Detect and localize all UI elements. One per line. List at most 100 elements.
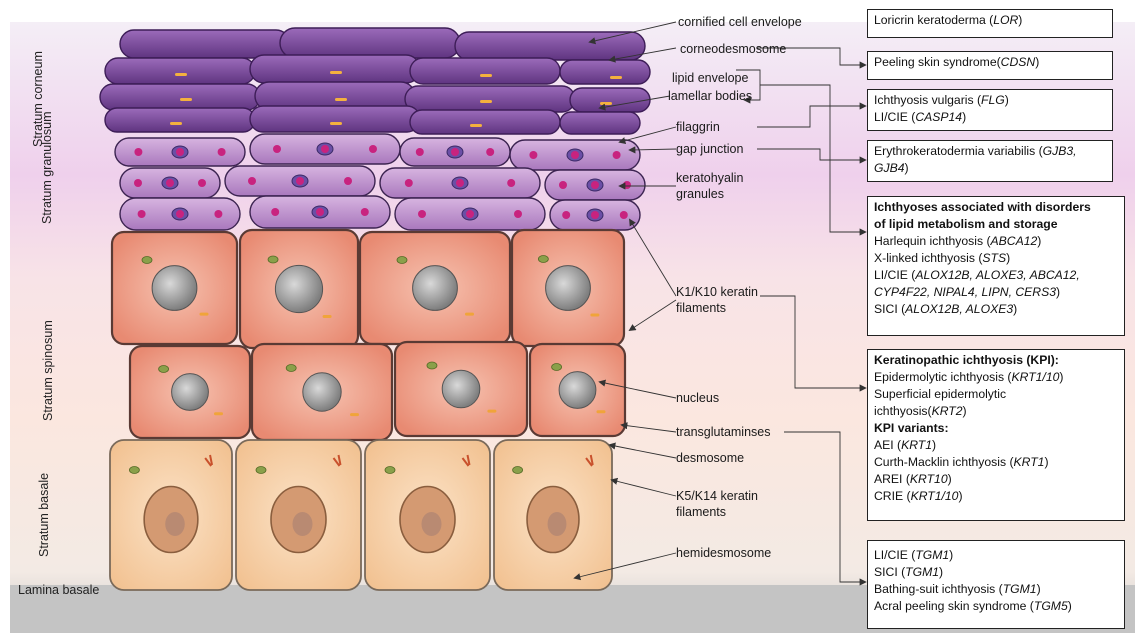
box-keratinopathic: Keratinopathic ichthyosis (KPI): Epiderm… bbox=[867, 349, 1125, 521]
structure-name: transglutaminses bbox=[676, 425, 771, 439]
spinous-nucleus bbox=[275, 265, 322, 312]
lamellar-body bbox=[590, 314, 599, 317]
label-transglutaminases: transglutaminses bbox=[676, 424, 771, 440]
lamellar-body bbox=[480, 100, 492, 103]
disorder-heading: Keratinopathic ichthyosis (KPI): bbox=[874, 352, 1118, 369]
label-lamellar-bodies: lamellar bodies bbox=[668, 88, 752, 104]
keratohyalin-granule bbox=[176, 148, 184, 156]
label-gap-junction: gap junction bbox=[676, 141, 743, 157]
spinous-nucleus bbox=[152, 266, 197, 311]
disorder-line: GJB4) bbox=[874, 160, 1106, 177]
mitochondrion bbox=[427, 362, 437, 369]
disorder-line: SICI (TGM1) bbox=[874, 564, 1118, 581]
keratohyalin-granule bbox=[344, 177, 352, 185]
label-desmosome: desmosome bbox=[676, 450, 744, 466]
keratohyalin-granule bbox=[591, 211, 599, 219]
disorder-heading: KPI variants: bbox=[874, 420, 1118, 437]
structure-name: K5/K14 keratin bbox=[676, 489, 758, 503]
mitochondrion bbox=[385, 467, 395, 474]
disorder-line: CYP4F22, NIPAL4, LIPN, CERS3) bbox=[874, 284, 1118, 301]
disorder-line: Epidermolytic ichthyosis (KRT1/10) bbox=[874, 369, 1118, 386]
corneocyte bbox=[410, 110, 560, 134]
lamellar-body bbox=[350, 413, 359, 416]
cell-layers bbox=[100, 28, 650, 590]
disorder-line: ichthyosis(KRT2) bbox=[874, 403, 1118, 420]
disorder-line: CRIE (KRT1/10) bbox=[874, 488, 1118, 505]
corneocyte bbox=[405, 86, 575, 112]
mitochondrion bbox=[513, 467, 523, 474]
keratohyalin-granule bbox=[507, 179, 515, 187]
label-lamina-basale: Lamina basale bbox=[18, 583, 99, 597]
corneocyte bbox=[560, 112, 640, 134]
label-hemidesmosome: hemidesmosome bbox=[676, 545, 771, 561]
corneocyte bbox=[280, 28, 460, 58]
disorder-line: Curth-Macklin ichthyosis (KRT1) bbox=[874, 454, 1118, 471]
keratohyalin-granule bbox=[296, 177, 304, 185]
structure-name: nucleus bbox=[676, 391, 719, 405]
keratohyalin-granule bbox=[486, 148, 494, 156]
keratohyalin-granule bbox=[134, 179, 142, 187]
box-filaggrin: Ichthyosis vulgaris (FLG) LI/CIE (CASP14… bbox=[867, 89, 1113, 131]
layer-name: Stratum spinosum bbox=[41, 320, 55, 421]
disorder-heading: Ichthyoses associated with disorders bbox=[874, 199, 1118, 216]
lamellar-body bbox=[597, 410, 606, 413]
keratohyalin-granule bbox=[134, 148, 142, 156]
spinous-nucleus bbox=[442, 370, 480, 408]
structure-name: lipid envelope bbox=[672, 71, 748, 85]
keratohyalin-granule bbox=[623, 181, 631, 189]
lamellar-body bbox=[610, 76, 622, 79]
mitochondrion bbox=[538, 256, 548, 263]
keratohyalin-granule bbox=[218, 148, 226, 156]
corneocyte bbox=[410, 58, 560, 84]
nucleolus bbox=[293, 512, 313, 536]
structure-name: lamellar bodies bbox=[668, 89, 752, 103]
nucleolus bbox=[422, 512, 442, 536]
keratohyalin-granule bbox=[591, 181, 599, 189]
mitochondrion bbox=[397, 257, 407, 264]
keratohyalin-granule bbox=[456, 179, 464, 187]
label-lipid-envelope: lipid envelope bbox=[672, 70, 748, 86]
keratohyalin-granule bbox=[571, 151, 579, 159]
spinous-nucleus bbox=[172, 374, 209, 411]
box-lipid: Ichthyoses associated with disorders of … bbox=[867, 196, 1125, 336]
keratohyalin-granule bbox=[369, 145, 377, 153]
mitochondrion bbox=[129, 467, 139, 474]
lamellar-body bbox=[465, 313, 474, 316]
corneocyte bbox=[105, 108, 255, 132]
lamellar-body bbox=[323, 315, 332, 318]
structure-name: cornified cell envelope bbox=[678, 15, 802, 29]
corneocyte bbox=[100, 84, 260, 110]
keratohyalin-granule bbox=[166, 179, 174, 187]
keratohyalin-granule bbox=[562, 211, 570, 219]
lamellar-body bbox=[330, 71, 342, 74]
disorder-line: Acral peeling skin syndrome (TGM5) bbox=[874, 598, 1118, 615]
label-stratum-spinosum: Stratum spinosum bbox=[41, 349, 55, 421]
keratohyalin-granule bbox=[514, 210, 522, 218]
label-k5k14-filaments: K5/K14 keratin filaments bbox=[676, 488, 758, 520]
structure-name: granules bbox=[676, 187, 724, 201]
label-stratum-granulosum: Stratum granulosum bbox=[40, 146, 54, 224]
label-k1k10-filaments: K1/K10 keratin filaments bbox=[676, 284, 758, 316]
keratohyalin-granule bbox=[451, 148, 459, 156]
disorder-line: Superficial epidermolytic bbox=[874, 386, 1118, 403]
label-keratohyalin-granules: keratohyalin granules bbox=[676, 170, 743, 202]
disorder-line: SICI (ALOX12B, ALOXE3) bbox=[874, 301, 1118, 318]
disorder-line: Loricrin keratoderma (LOR) bbox=[874, 12, 1106, 29]
mitochondrion bbox=[268, 256, 278, 263]
label-stratum-basale: Stratum basale bbox=[37, 493, 51, 557]
lamellar-body bbox=[480, 74, 492, 77]
lamellar-body bbox=[330, 122, 342, 125]
corneocyte bbox=[105, 58, 255, 84]
structure-name: filaments bbox=[676, 505, 726, 519]
lamellar-body bbox=[180, 98, 192, 101]
box-gap-junction: Erythrokeratodermia variabilis (GJB3, GJ… bbox=[867, 140, 1113, 182]
box-transglutaminase: LI/CIE (TGM1) SICI (TGM1) Bathing-suit i… bbox=[867, 540, 1125, 629]
keratohyalin-granule bbox=[559, 181, 567, 189]
lamellar-body bbox=[487, 410, 496, 413]
corneocyte bbox=[250, 55, 420, 83]
keratohyalin-granule bbox=[529, 151, 537, 159]
spinous-nucleus bbox=[546, 266, 591, 311]
structure-name: gap junction bbox=[676, 142, 743, 156]
lamellar-body bbox=[335, 98, 347, 101]
